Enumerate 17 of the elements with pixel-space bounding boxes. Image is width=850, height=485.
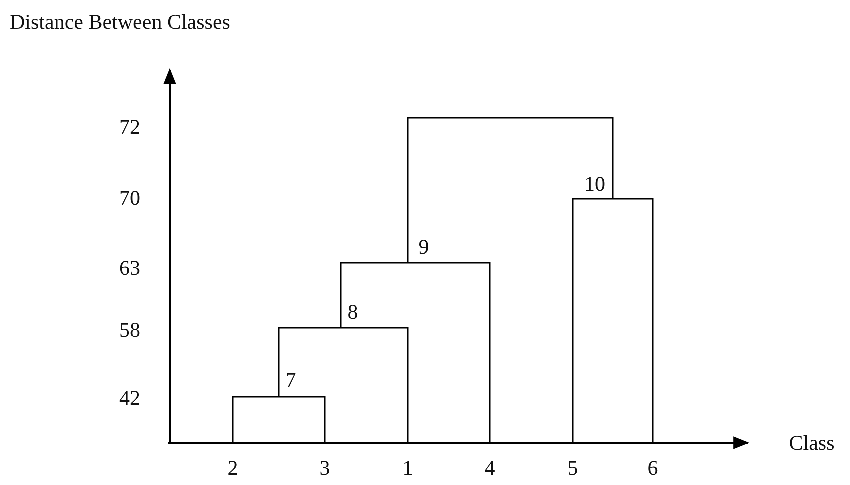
class-label: 5 [568, 456, 578, 480]
tick-label: 63 [120, 256, 140, 280]
tick-label: 42 [120, 386, 140, 410]
cluster-number: 9 [418, 235, 430, 259]
tick-label: 72 [120, 115, 140, 139]
class-label: 6 [648, 456, 658, 480]
cluster-number: 10 [584, 172, 606, 196]
axis-title: Distance Between Classes [10, 10, 230, 34]
cluster-number: 7 [286, 368, 296, 392]
cluster-number: 8 [348, 300, 358, 324]
class-label: 4 [484, 456, 496, 480]
class-label: 3 [320, 456, 330, 480]
tick-label: 70 [120, 186, 140, 210]
tick-label: 58 [120, 318, 140, 342]
class-label: 2 [228, 456, 238, 480]
class-label: 1 [402, 456, 414, 480]
axis-title: Class [789, 431, 835, 455]
